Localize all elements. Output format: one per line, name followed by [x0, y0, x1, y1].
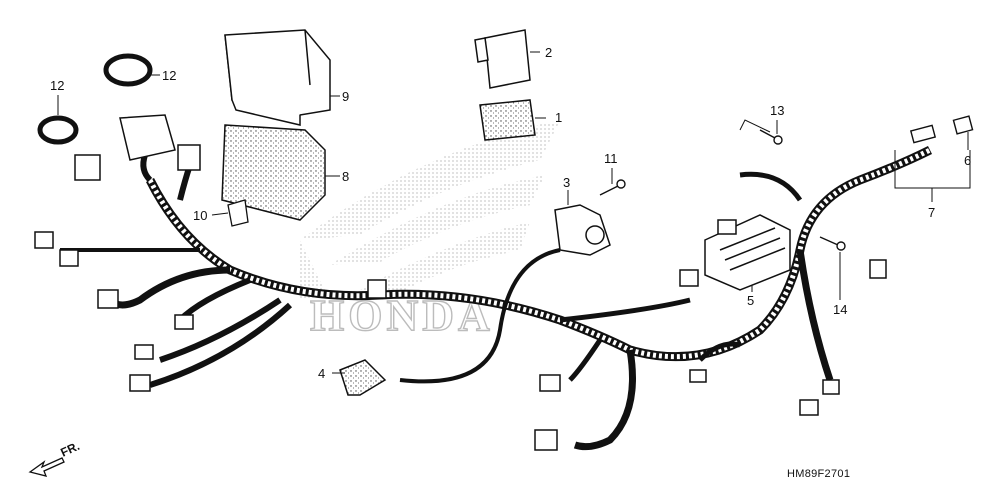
rubber-case — [221, 124, 326, 221]
callout-11: 11 — [604, 151, 618, 166]
clamp-upper — [103, 53, 153, 87]
bolt-11 — [599, 179, 626, 196]
callout-12-lower: 12 — [50, 78, 64, 93]
spark-plug-cap — [339, 359, 387, 396]
callout-3: 3 — [563, 175, 570, 190]
callout-8: 8 — [342, 169, 349, 184]
relay — [474, 29, 531, 89]
callout-1: 1 — [555, 110, 562, 125]
connector-6 — [909, 115, 974, 144]
relay-cover — [479, 99, 536, 141]
bolt-13 — [759, 129, 783, 145]
callout-10: 10 — [193, 208, 207, 223]
callout-13: 13 — [770, 103, 784, 118]
callout-5: 5 — [747, 293, 754, 308]
callout-2: 2 — [545, 45, 552, 60]
leader-lines — [57, 51, 971, 374]
callout-14: 14 — [833, 302, 847, 317]
front-direction-label: FR. — [58, 439, 81, 460]
main-connector-block — [34, 114, 887, 451]
watermark-wing-logo — [300, 120, 560, 300]
drawing-code: HM89F2701 — [787, 468, 850, 480]
starter-solenoid — [554, 204, 611, 256]
clamp-lower — [37, 115, 79, 145]
front-direction-arrow-icon — [28, 457, 65, 477]
callout-6: 6 — [964, 153, 971, 168]
ecu-unit — [224, 29, 331, 126]
callout-9: 9 — [342, 89, 349, 104]
callout-4: 4 — [318, 366, 325, 381]
callout-12-upper: 12 — [162, 68, 176, 83]
bolt-14 — [819, 236, 846, 251]
bracket — [227, 199, 249, 227]
callout-labels: 1 2 3 4 5 6 7 8 9 10 11 12 12 13 14 — [50, 45, 971, 381]
callout-7: 7 — [928, 205, 935, 220]
